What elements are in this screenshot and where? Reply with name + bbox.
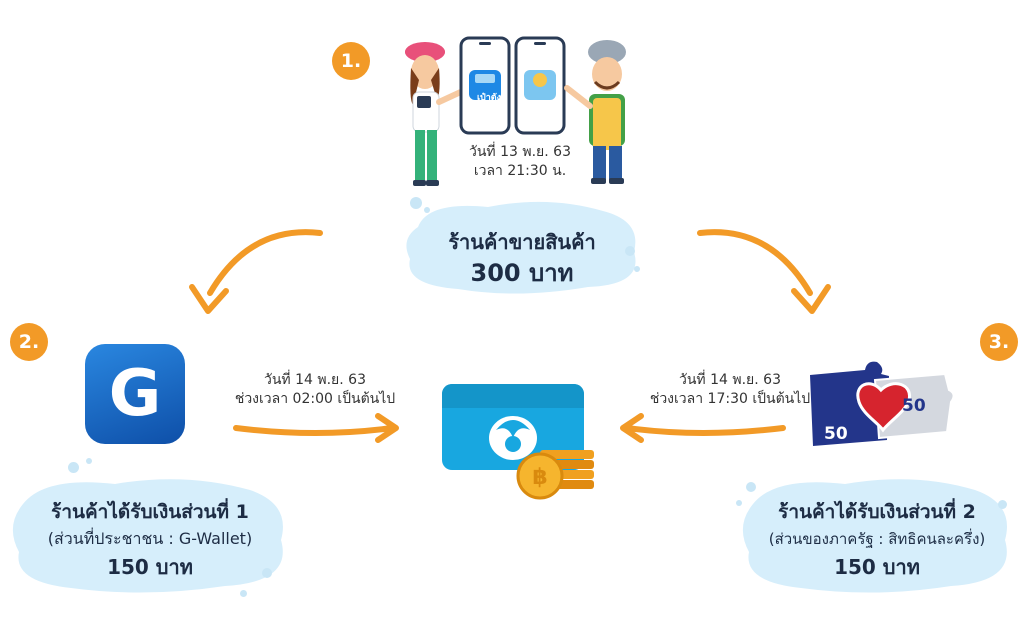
half-half-puzzle-logo <box>810 361 955 446</box>
arrow-step-2-to-bank <box>233 413 399 443</box>
step-2-date: วันที่ 14 พ.ย. 63 <box>264 372 366 388</box>
bank-wallet-illustration: ฿ <box>442 384 594 500</box>
step-3-date: วันที่ 14 พ.ย. 63 <box>679 372 781 388</box>
step-1-date: วันที่ 13 พ.ย. 63 <box>469 144 571 160</box>
step-3-title: ร้านค้าได้รับเงินส่วนที่ 2 <box>778 501 976 523</box>
step-3-time: ช่วงเวลา 17:30 เป็นต้นไป <box>649 391 811 407</box>
step-3-badge: 3. <box>980 323 1018 361</box>
arrow-to-step-3 <box>697 229 831 314</box>
arrow-step-3-to-bank <box>620 413 786 443</box>
step-3-subtitle: (ส่วนของภาครัฐ : สิทธิคนละครึ่ง) <box>768 530 986 548</box>
step-1-amount: 300 บาท <box>470 259 574 287</box>
step-3-cloud-shape <box>742 479 1007 593</box>
step-1-badge: 1. <box>332 42 370 80</box>
step-1-cloud-shape <box>406 201 636 294</box>
step-1-title: ร้านค้าขายสินค้า <box>448 230 596 254</box>
step-2-badge: 2. <box>10 323 48 361</box>
step-2-title: ร้านค้าได้รับเงินส่วนที่ 1 <box>51 501 249 523</box>
people-with-phones-illustration <box>405 36 626 186</box>
step-2-time: ช่วงเวลา 02:00 เป็นต้นไป <box>234 391 396 407</box>
step-3-amount: 150 บาท <box>834 555 920 579</box>
step-1-time: เวลา 21:30 น. <box>473 163 567 179</box>
puzzle-right-number: 50 <box>902 396 926 416</box>
g-wallet-letter: G <box>108 357 162 431</box>
pao-tang-app-label: เป๋าตัง <box>476 93 502 103</box>
step-2-subtitle: (ส่วนที่ประชาชน : G-Wallet) <box>47 529 253 548</box>
step-2-amount: 150 บาท <box>107 555 193 579</box>
puzzle-left-number: 50 <box>824 424 848 444</box>
g-wallet-app-icon: G <box>85 344 185 444</box>
step-2-cloud-shape <box>12 479 283 593</box>
svg-text:฿: ฿ <box>532 465 547 490</box>
arrow-to-step-2 <box>189 229 323 314</box>
